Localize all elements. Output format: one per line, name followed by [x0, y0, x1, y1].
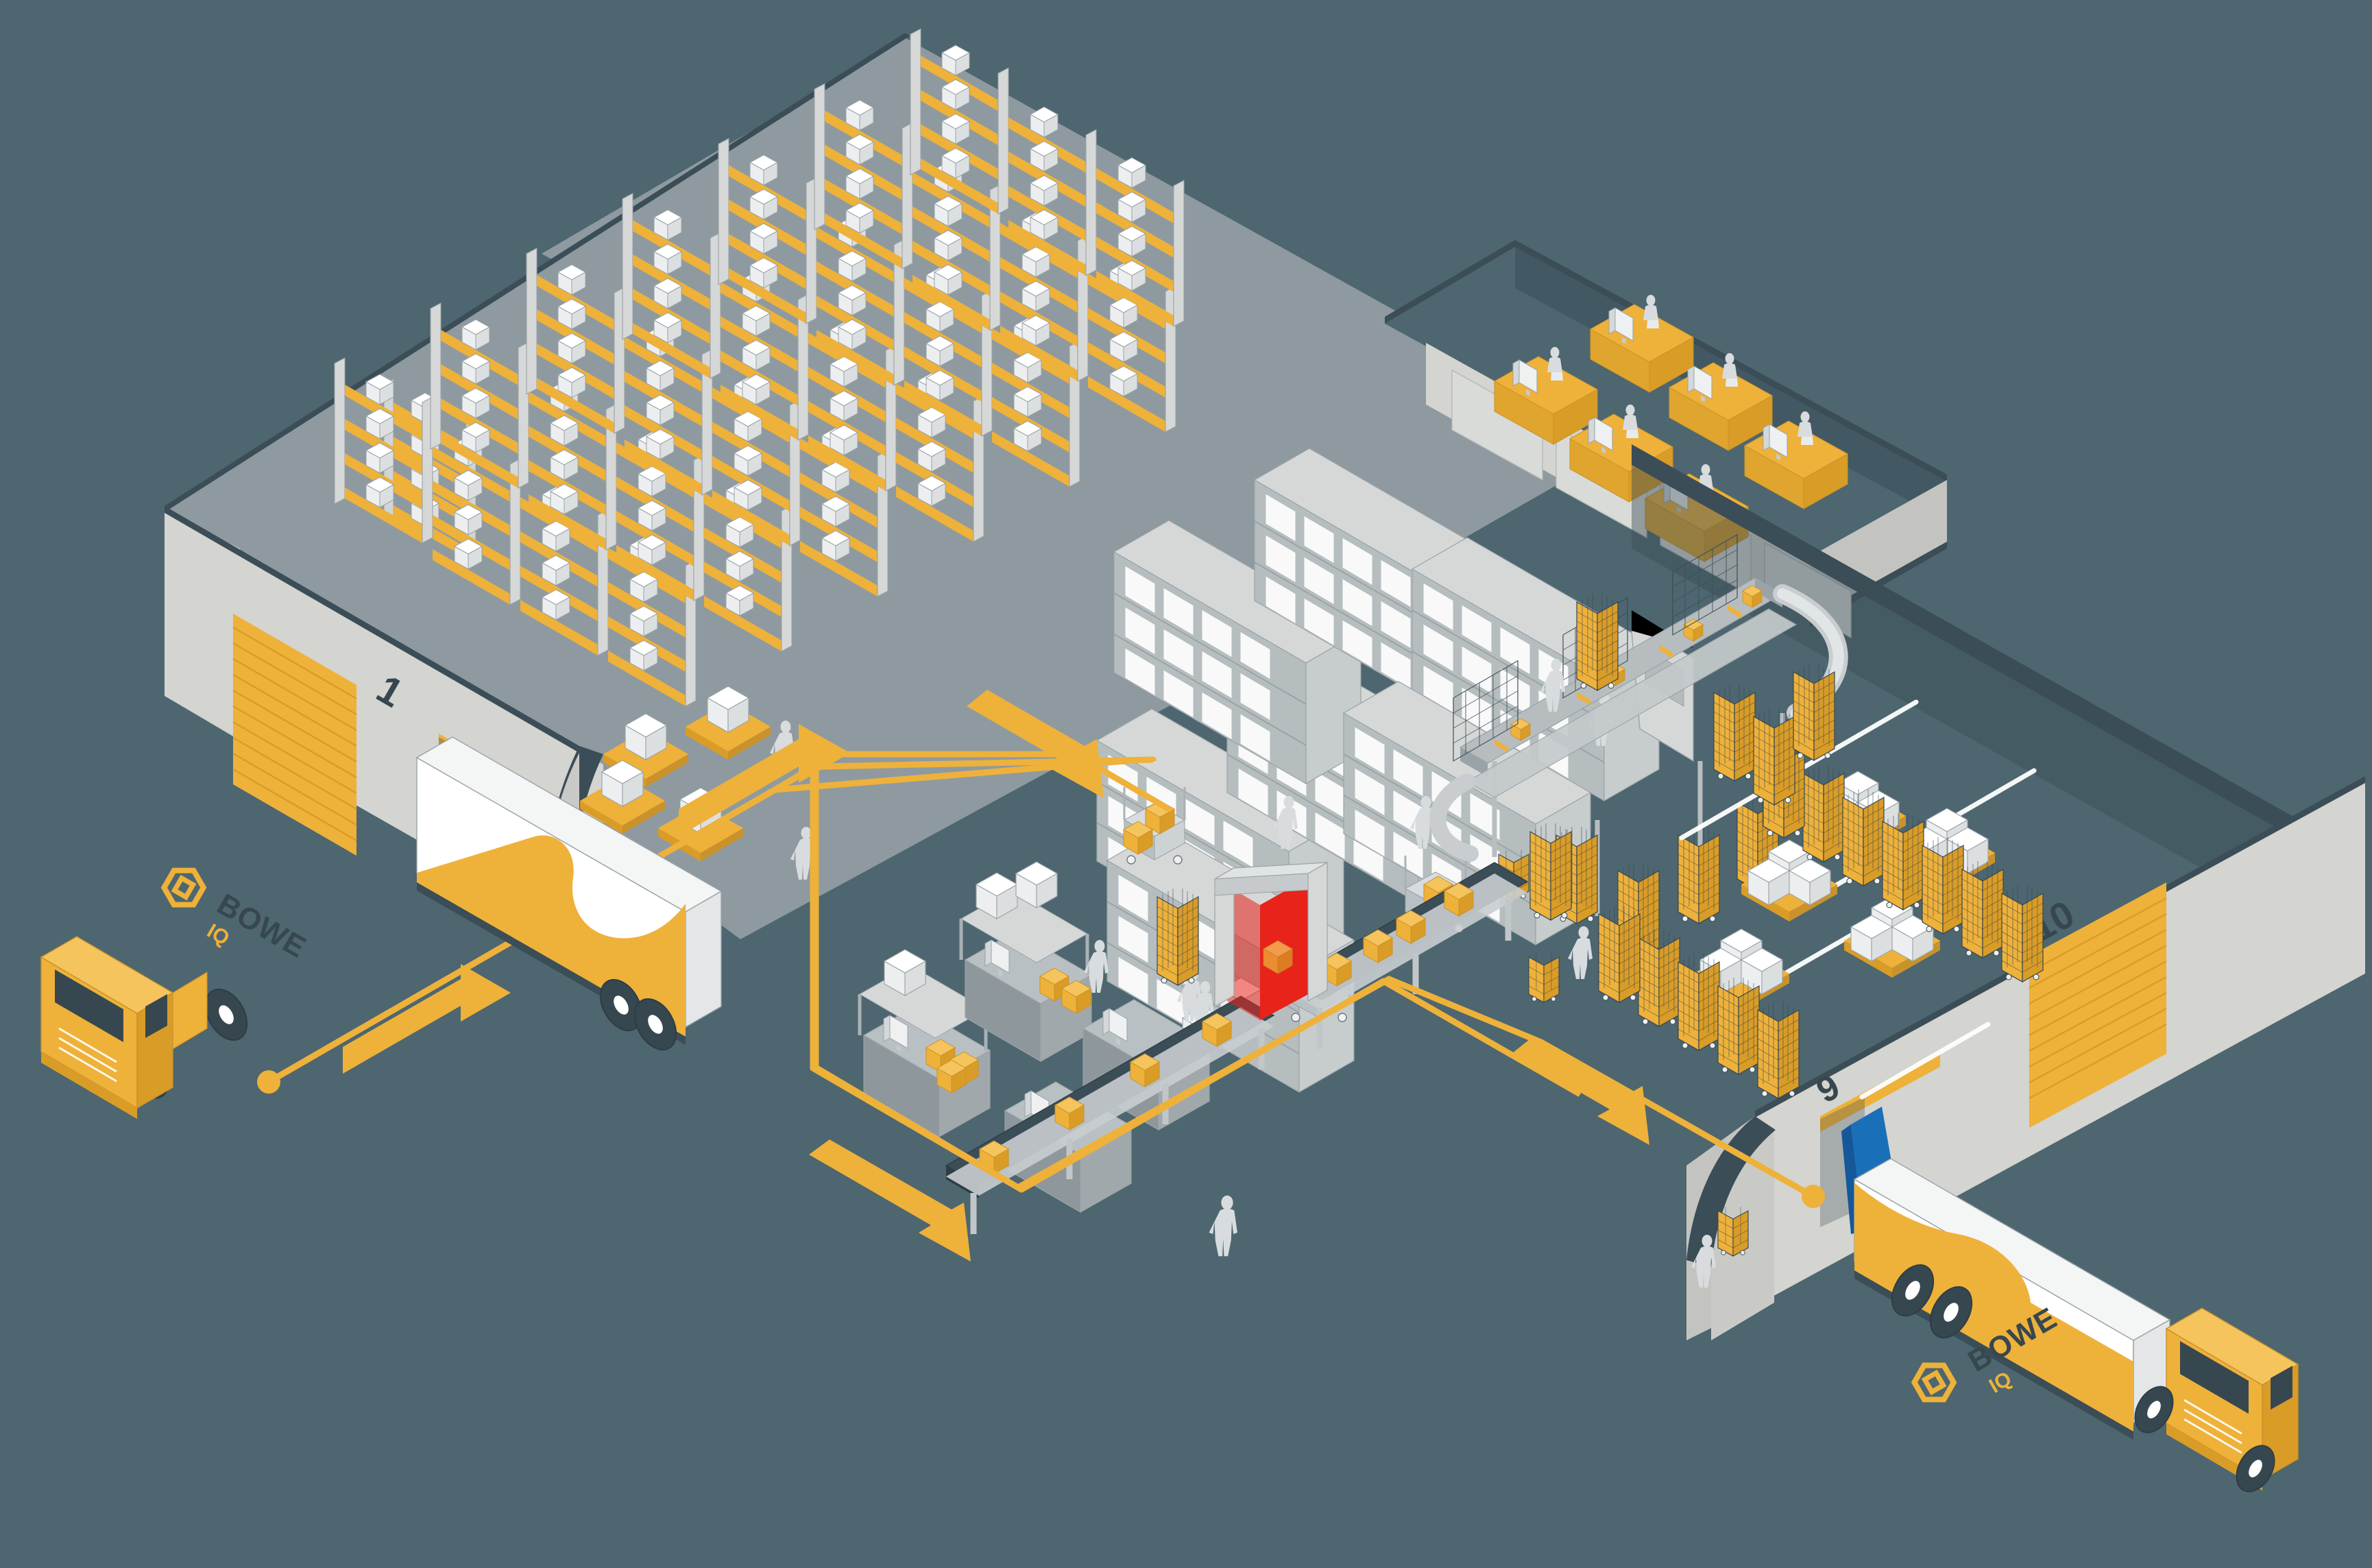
- bowe-logo-icon: [160, 867, 207, 908]
- flow-arrow-dispatch: [1512, 1037, 1649, 1145]
- bowe-logo-icon-outbound: [1911, 1362, 1957, 1403]
- pallet-racking-rows: [334, 28, 1185, 707]
- flow-arrow-storage: [679, 724, 850, 836]
- flow-arrow-picking: [967, 690, 1104, 798]
- flow-leg-loop: [812, 749, 1392, 1191]
- truck-cab-outbound: [2134, 1307, 2299, 1493]
- flow-arrow-return: [809, 1139, 971, 1262]
- zone-conveyor-line: [945, 862, 1529, 1234]
- dock-door-1[interactable]: 1: [232, 614, 411, 856]
- flow-arrow-inbound: [343, 964, 511, 1074]
- flow-arrows: [343, 690, 1649, 1262]
- zone-pallet-dispatch: [1528, 663, 2044, 1100]
- scanner-gate: [1214, 861, 1328, 1020]
- dock-door-9[interactable]: 9: [1810, 1051, 1940, 1234]
- zone-office-mezzanine: [1385, 240, 1947, 639]
- flow-end-dot: [1802, 1185, 1825, 1208]
- truck-cab-inbound: [40, 936, 208, 1119]
- truck-outbound[interactable]: BOWE IQ: [1851, 1122, 2299, 1529]
